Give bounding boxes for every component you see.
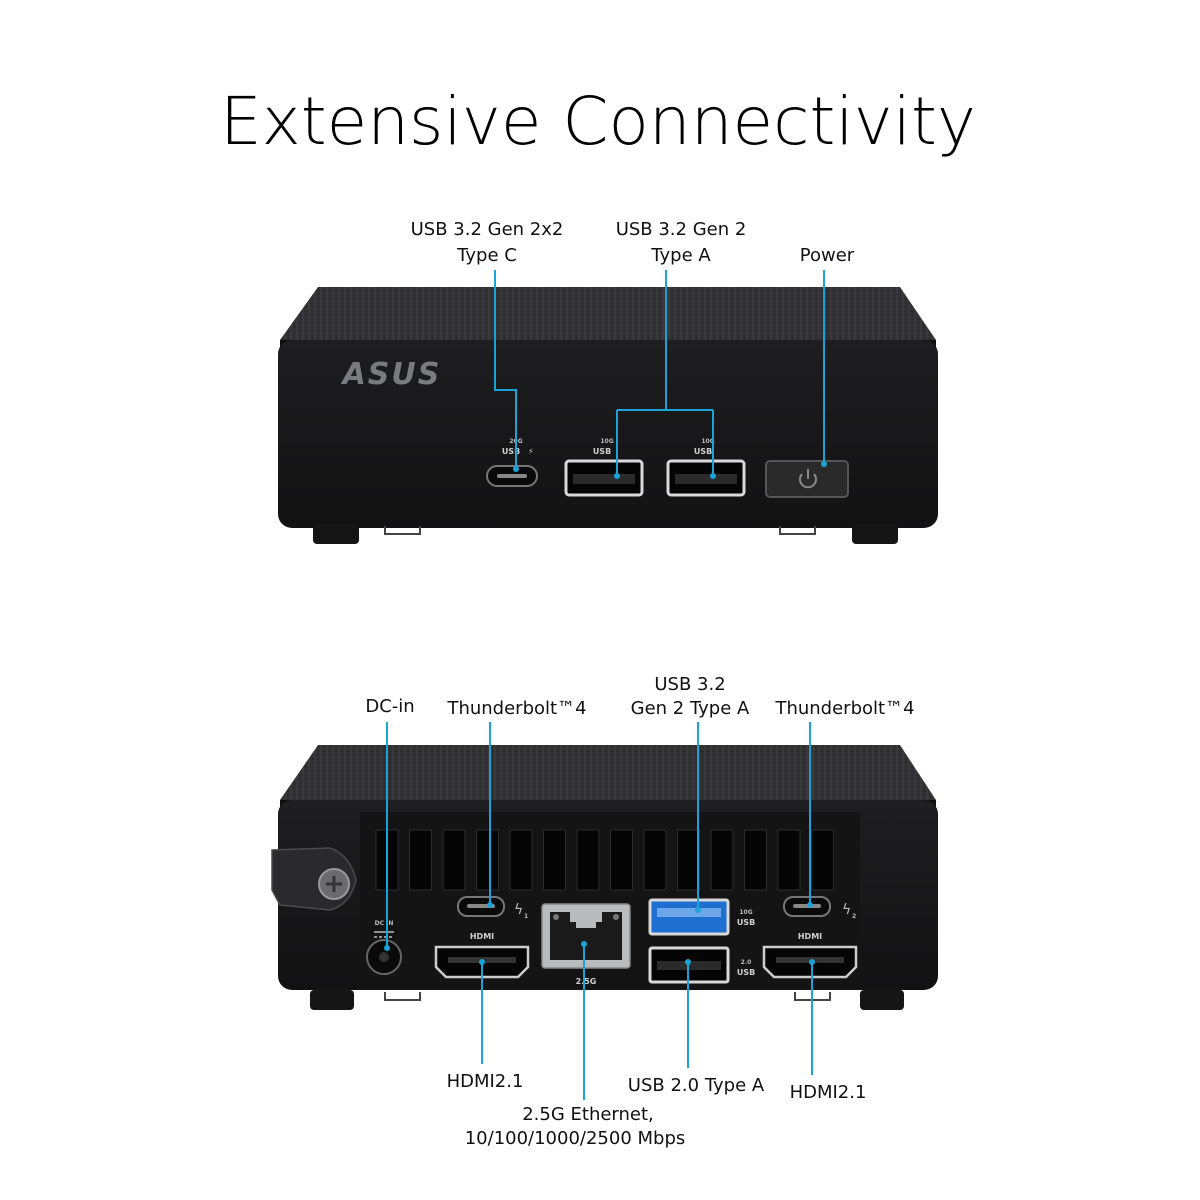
hdmi-text: HDMI — [798, 932, 822, 941]
label-usb-a-line1: USB 3.2 Gen 2 — [616, 219, 747, 240]
label-usb32-line1: USB 3.2 — [654, 674, 725, 695]
vent-slot — [509, 829, 533, 891]
ethernet-speed-text: 2.5G — [576, 977, 597, 986]
label-dc-in: DC-in — [365, 696, 414, 717]
label-usb-c-line2: Type C — [456, 245, 517, 266]
dc-in-port[interactable]: DC IN — [366, 920, 402, 975]
vent-slot — [811, 829, 834, 891]
lock-bracket — [271, 847, 357, 911]
rear-top-surface — [280, 745, 936, 800]
port-speed-text: 10G — [701, 438, 714, 445]
thunderbolt-number: 2 — [852, 913, 856, 920]
vent-slot — [543, 829, 566, 891]
rear-callout-lines — [384, 722, 815, 1100]
usb-3-2-port[interactable]: 10G USB — [648, 898, 755, 936]
dc-in-text: DC IN — [375, 920, 394, 927]
label-ethernet-line1: 2.5G Ethernet, — [522, 1104, 654, 1125]
foot — [313, 524, 359, 544]
lightning-icon: ⚡ — [528, 447, 534, 456]
foot — [310, 990, 354, 1010]
port-name-text: USB — [737, 918, 755, 927]
label-ethernet-line2: 10/100/1000/2500 Mbps — [465, 1128, 686, 1149]
label-hdmi-left: HDMI2.1 — [447, 1071, 524, 1092]
hdmi-text: HDMI — [470, 932, 494, 941]
foot — [852, 524, 898, 544]
vent-slot — [677, 829, 700, 891]
thunderbolt-number: 1 — [524, 913, 528, 920]
foot — [860, 990, 904, 1010]
power-button[interactable] — [765, 460, 849, 498]
label-usb20: USB 2.0 Type A — [628, 1075, 765, 1096]
thunderbolt-icon: ϟ — [514, 902, 523, 918]
port-speed-text: 2.0 — [741, 959, 752, 966]
ethernet-port[interactable]: 2.5G — [541, 903, 631, 986]
thunderbolt-icon: ϟ — [842, 902, 851, 918]
port-speed-text: 10G — [739, 909, 752, 916]
vent-slot — [710, 829, 734, 891]
port-speed-text: 10G — [600, 438, 613, 445]
port-name-text: USB — [737, 968, 755, 977]
label-thunderbolt-right: Thunderbolt™4 — [774, 698, 914, 719]
port-name-text: USB — [694, 447, 712, 456]
port-name-text: USB — [593, 447, 611, 456]
label-hdmi-right: HDMI2.1 — [790, 1082, 867, 1103]
vent-slot — [442, 829, 466, 891]
thunderbolt-port-2[interactable]: ϟ 2 — [783, 896, 856, 920]
front-usb-a-port-2[interactable]: 10G USB — [666, 438, 746, 497]
vent-slot — [610, 829, 633, 891]
vent-slot — [643, 829, 667, 891]
front-top-surface — [280, 287, 936, 340]
vent-slot — [409, 829, 432, 891]
brand-logo: ASUS — [341, 357, 442, 392]
port-name-text: USB — [502, 447, 520, 456]
front-callout-lines — [494, 270, 827, 479]
front-view: ASUS 20G USB ⚡ 10G USB 10G USB — [278, 219, 938, 544]
label-power: Power — [800, 245, 855, 266]
label-usb-c-line1: USB 3.2 Gen 2x2 — [411, 219, 564, 240]
vent-slot — [777, 829, 801, 891]
vent-slot — [744, 829, 767, 891]
thunderbolt-port-1[interactable]: ϟ 1 — [457, 896, 528, 920]
front-usb-a-port-1[interactable]: 10G USB — [564, 438, 644, 497]
rear-view: DC IN ϟ 1 HDMI 2.5G — [271, 674, 938, 1149]
vent-slot — [576, 829, 600, 891]
page-title: Extensive Connectivity — [220, 83, 976, 160]
label-usb-a-line2: Type A — [650, 245, 711, 266]
label-usb32-line2: Gen 2 Type A — [631, 698, 750, 719]
power-icon — [799, 469, 817, 489]
label-thunderbolt-left: Thunderbolt™4 — [446, 698, 586, 719]
vent-slot — [476, 829, 499, 891]
